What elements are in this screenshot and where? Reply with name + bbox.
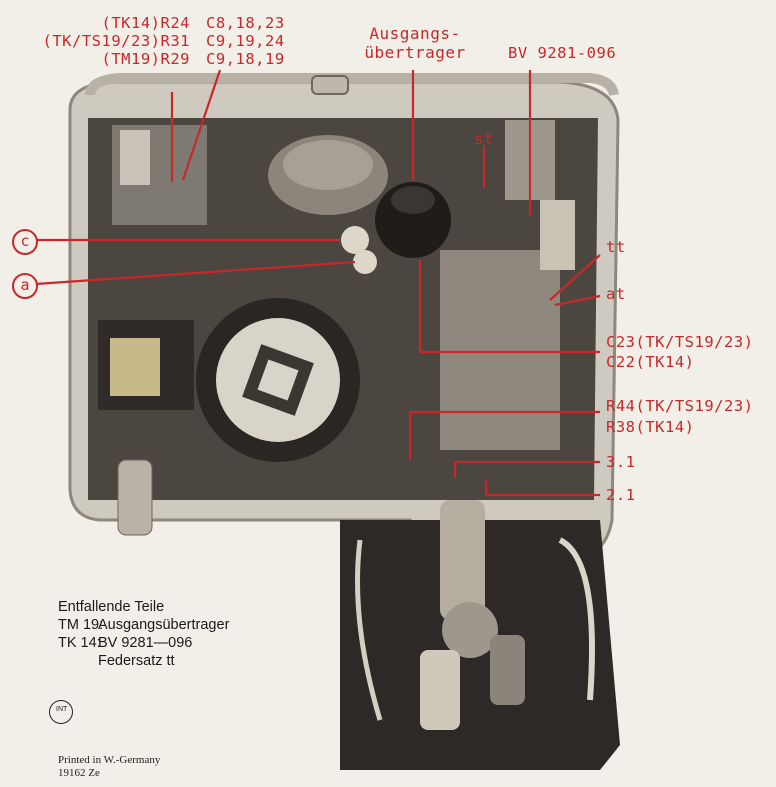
c8-label: C8,18,23 xyxy=(206,14,285,32)
leader-r44 xyxy=(408,410,600,460)
leader-tt xyxy=(549,254,601,301)
c23-label: C23(TK/TS19/23) xyxy=(606,333,754,351)
leader-21 xyxy=(484,480,600,497)
c9a-label: C9,19,24 xyxy=(206,32,285,50)
leader-at xyxy=(554,294,601,307)
r44-label: R44(TK/TS19/23) xyxy=(606,397,754,415)
leader-c23 xyxy=(418,260,600,354)
notes-row-1: TK 14:BV 9281—096 xyxy=(58,635,193,651)
logo-text: INT xyxy=(56,706,68,713)
grundig-logo-icon xyxy=(49,700,73,724)
notes-heading: Entfallende Teile xyxy=(58,599,165,615)
r29-label: (TM19)R29 xyxy=(101,50,190,68)
c-marker: c xyxy=(12,229,38,255)
leader-31 xyxy=(453,460,600,478)
tube-a xyxy=(353,250,377,274)
bv-label: BV 9281-096 xyxy=(508,44,617,62)
foot-left xyxy=(117,459,153,536)
c9b-label: C9,18,19 xyxy=(206,50,285,68)
p31-label: 3.1 xyxy=(606,453,636,471)
leader-a xyxy=(35,260,356,286)
leader-c-block xyxy=(181,69,222,181)
at-label: at xyxy=(606,285,626,303)
printed-note: Printed in W.-Germany 19162 Ze xyxy=(58,754,161,779)
notes-row-0: TM 19:Ausgangsübertrager xyxy=(58,617,230,633)
transformer-label: Ausgangs- übertrager xyxy=(364,24,466,62)
p21-label: 2.1 xyxy=(606,486,636,504)
notes-row-2: Federsatz tt xyxy=(98,653,175,669)
r38-label: R38(TK14) xyxy=(606,418,695,436)
tt-label: tt xyxy=(606,238,626,256)
plate-right xyxy=(440,250,560,450)
st-label: st xyxy=(474,130,494,148)
r-block-label: (TK14)R24 (TK/TS19/23)R31 (TM19)R29 xyxy=(18,14,190,68)
c-block-label: C8,18,23 C9,19,24 C9,18,19 xyxy=(206,14,285,68)
r24-label: (TK14)R24 xyxy=(101,14,190,32)
handle xyxy=(311,75,349,95)
lid xyxy=(85,73,619,97)
omitted-parts-notes: Entfallende Teile TM 19:Ausgangsübertrag… xyxy=(58,598,229,670)
a-marker: a xyxy=(12,273,38,299)
r31-label: (TK/TS19/23)R31 xyxy=(42,32,190,50)
c22-label: C22(TK14) xyxy=(606,353,695,371)
tube-c xyxy=(341,226,369,254)
